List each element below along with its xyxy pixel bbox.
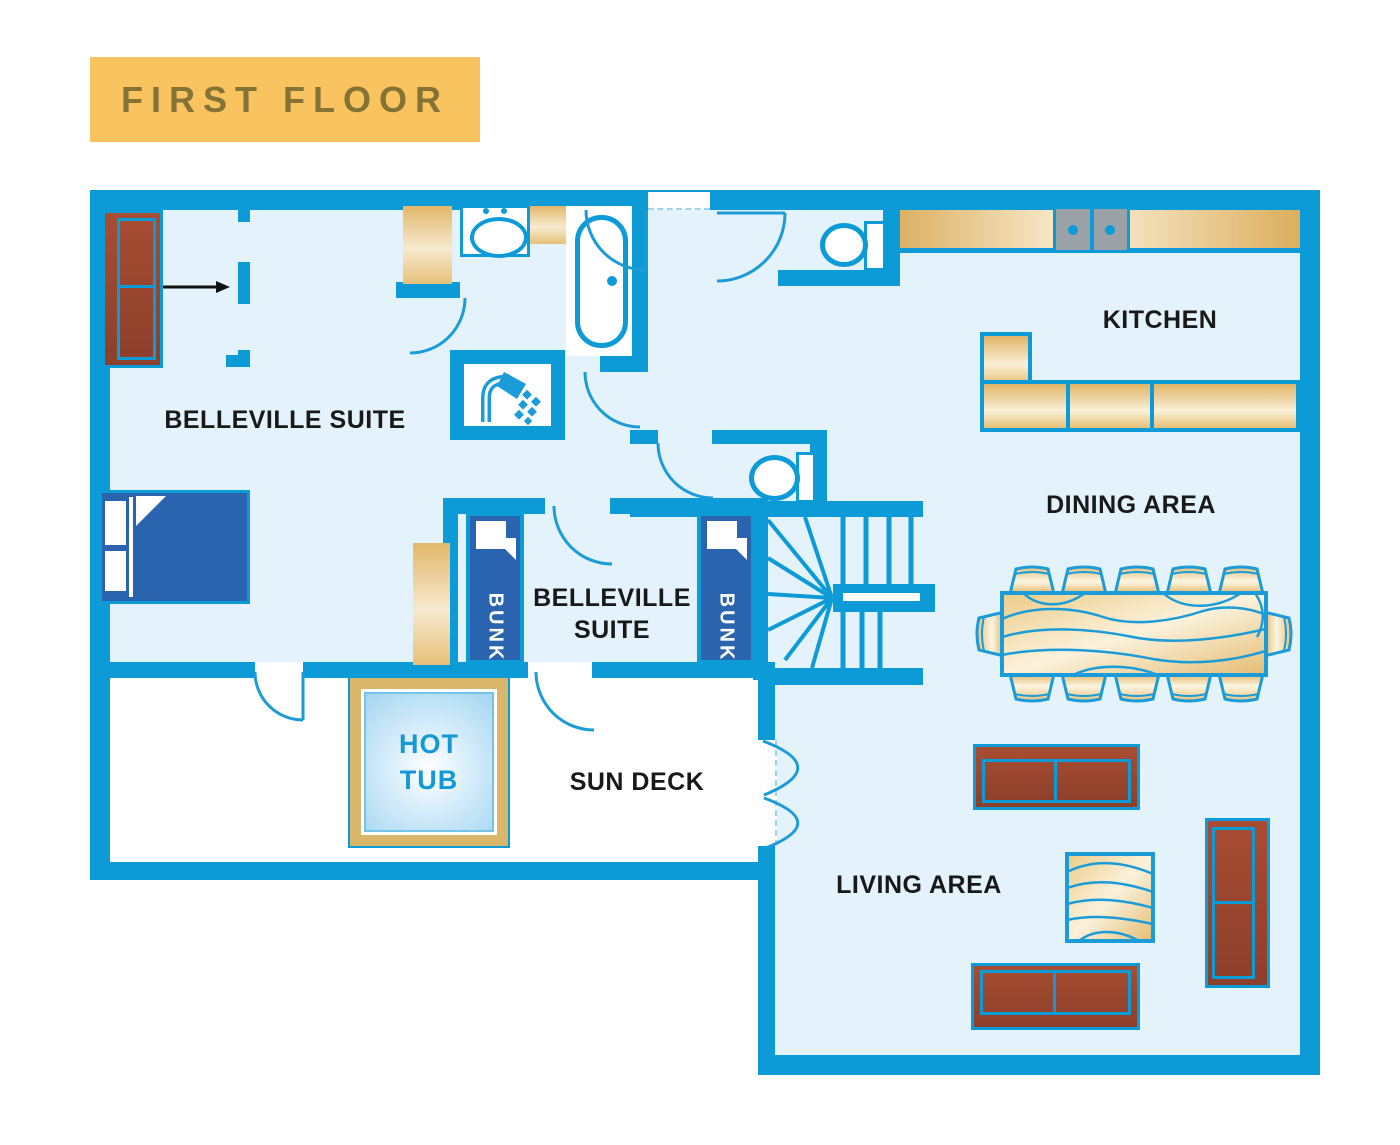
blanket-fold [725, 538, 747, 560]
wall [450, 498, 545, 514]
wall [303, 662, 528, 678]
wall [630, 430, 658, 444]
room-label-belleville-suite: BELLEVILLE SUITE [164, 406, 406, 434]
room-label-living-area: LIVING AREA [836, 871, 1002, 899]
kitchen-counter [980, 380, 1300, 432]
cabinet [530, 206, 568, 244]
dining-table [975, 565, 1293, 703]
wall [90, 862, 775, 880]
floor-title-badge: FIRST FLOOR [90, 57, 480, 142]
sink-icon [470, 217, 528, 258]
wall-fragment [238, 262, 250, 304]
bath-drain [607, 276, 617, 286]
bunk-bed: BUNK [697, 512, 755, 664]
floor-title: FIRST FLOOR [121, 78, 449, 120]
hot-tub-label: HOT [399, 729, 459, 759]
blanket-fold [494, 538, 516, 560]
pillow [105, 551, 126, 591]
wall [758, 1055, 1320, 1075]
wall-fragment [226, 355, 250, 367]
window-opening [648, 192, 710, 210]
toilet-icon [820, 223, 868, 267]
pillow [105, 501, 126, 545]
double-bed [99, 490, 250, 604]
wall [110, 662, 255, 678]
wall [758, 846, 775, 1055]
wall [592, 662, 758, 678]
wall-fragment [238, 206, 250, 222]
bathtub-icon [575, 215, 628, 348]
wall [1300, 190, 1320, 1075]
wall [753, 498, 768, 680]
wall [632, 190, 648, 372]
wall [600, 356, 648, 372]
wardrobe [413, 543, 450, 665]
shower-icon [481, 372, 541, 426]
room-label-sun-deck: SUN DECK [569, 768, 705, 796]
wardrobe [403, 206, 452, 284]
sofa [973, 744, 1140, 810]
room-label-kitchen: KITCHEN [1102, 306, 1218, 334]
hot-tub: HOT TUB [348, 676, 510, 848]
wall [610, 498, 758, 514]
sofa [1205, 818, 1270, 988]
sofa [971, 963, 1140, 1030]
wall [883, 190, 900, 286]
hot-tub-label: TUB [399, 765, 459, 795]
room-label-belleville-suite-2: BELLEVILLE SUITE [533, 584, 691, 644]
blanket-fold [136, 496, 166, 526]
coffee-table [1065, 852, 1155, 943]
wall [712, 430, 820, 444]
kitchen-sink-icon [1053, 206, 1130, 253]
wall [758, 668, 923, 685]
toilet-icon [749, 455, 800, 501]
room-label-dining-area: DINING AREA [1046, 491, 1216, 519]
wall [396, 282, 460, 298]
bunk-bed: BUNK [466, 512, 524, 664]
sofa [102, 210, 163, 368]
shower-tray [464, 364, 551, 426]
wall [778, 270, 897, 286]
hot-tub-water: HOT TUB [364, 692, 494, 832]
